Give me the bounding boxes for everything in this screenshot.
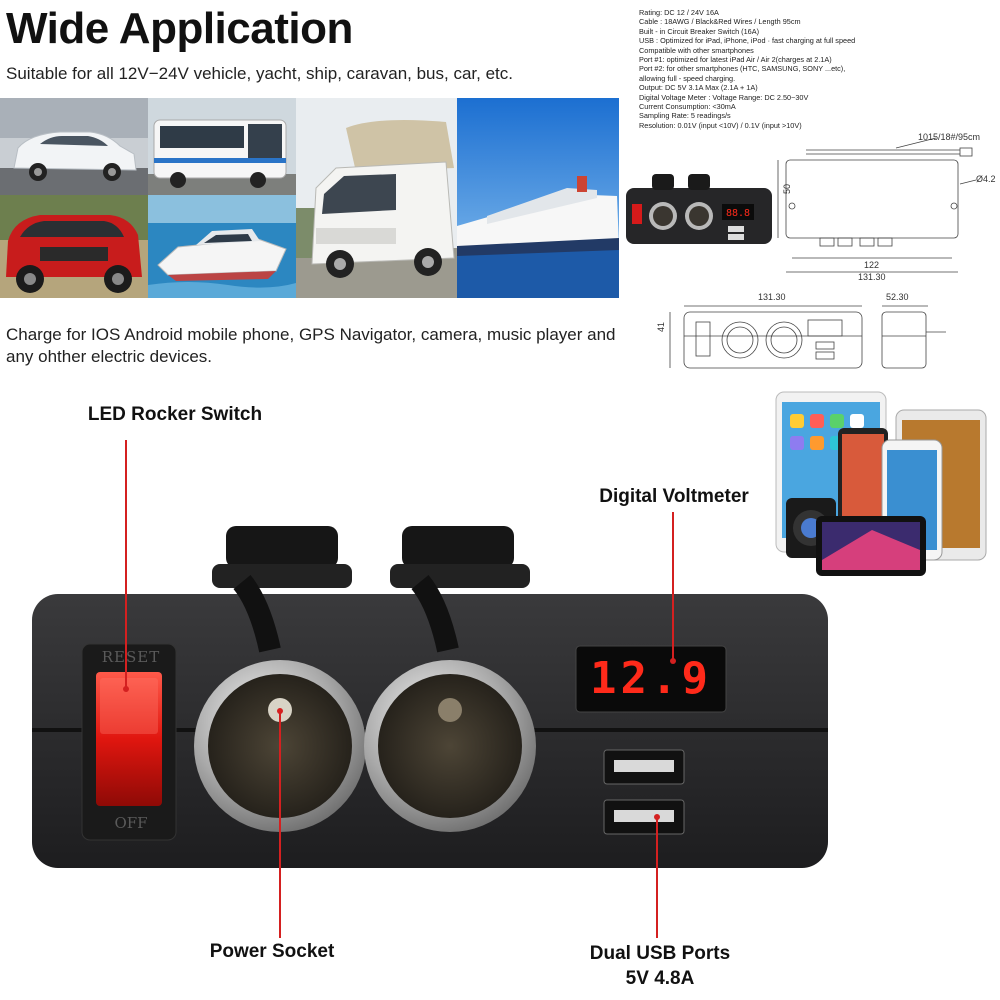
front-side-drawing: 131.30 41 52.30: [656, 292, 1000, 382]
front-height-label: 41: [656, 321, 666, 332]
rocker-switch-label: LED Rocker Switch: [87, 404, 263, 425]
rocker-switch[interactable]: [96, 672, 162, 806]
usb-port-1[interactable]: [604, 750, 684, 784]
cable-dimension-label: 1015/18#/95cm: [918, 132, 981, 142]
outer-width-label: 131.30: [858, 272, 886, 282]
spec-line: Compatible with other smartphones: [639, 45, 754, 55]
front-width-label: 131.30: [758, 292, 786, 302]
rocker-callout-dot: [123, 686, 129, 692]
reset-label: RESET: [101, 648, 161, 666]
spec-line: Cable : 18AWG / Black&Red Wires / Length…: [639, 17, 801, 27]
bus-photo: [148, 98, 296, 195]
voltmeter-callout-dot: [670, 658, 676, 664]
voltmeter-label: Digital Voltmeter: [599, 486, 749, 507]
usb-port-2[interactable]: [604, 800, 684, 834]
spec-line: Rating: DC 12 / 24V 16A: [639, 8, 719, 17]
height-dimension-label: 50: [782, 183, 792, 194]
spec-line: allowing full - speed charging.: [639, 73, 736, 83]
spec-list: Rating: DC 12 / 24V 16A Cable : 18AWG / …: [639, 8, 997, 130]
main-device: RESET OFF 12.9: [28, 520, 834, 880]
usb-ports-label: Dual USB Ports: [589, 943, 731, 964]
spec-line: Built - in Circuit Breaker Switch (16A): [639, 26, 760, 36]
usb-output-label: 5V 4.8A: [625, 968, 695, 989]
voltmeter-callout-line: [672, 512, 674, 662]
usb-callout-dot: [654, 814, 660, 820]
spec-line: Sampling Rate: 5 readings/s: [639, 111, 731, 121]
charge-description: Charge for IOS Android mobile phone, GPS…: [6, 325, 616, 366]
side-depth-label: 52.30: [886, 292, 909, 302]
spec-line: Output: DC 5V 3.1A Max (2.1A + 1A): [639, 83, 758, 93]
devices-photo: [772, 390, 992, 580]
spec-line: Current Consumption: <30mA: [639, 102, 736, 112]
spec-line: Digital Voltage Meter : Voltage Range: D…: [639, 92, 809, 102]
suv-photo: [0, 195, 148, 298]
power-socket-right[interactable]: [364, 660, 536, 832]
inner-width-label: 122: [864, 260, 880, 270]
voltage-display: 12.9: [590, 653, 712, 704]
socket-callout-line: [279, 712, 281, 938]
rocker-callout-line: [125, 440, 127, 690]
caravan-photo: [296, 98, 457, 298]
socket-callout-dot: [277, 708, 283, 714]
subtitle: Suitable for all 12V−24V vehicle, yacht,…: [6, 64, 513, 83]
hole-dimension-label: Ø4.2: [976, 174, 996, 184]
cruise-ship-photo: [457, 98, 619, 298]
power-socket-label: Power Socket: [209, 941, 335, 962]
top-view-drawing: 1015/18#/95cm Ø4.2 50 122 131.30: [776, 132, 1000, 294]
off-label: OFF: [114, 814, 148, 832]
page-title: Wide Application: [6, 4, 353, 53]
spec-line: Port #2: for other smartphones (HTC, SAM…: [639, 64, 846, 74]
spec-line: Resolution: 0.01V (input <10V) / 0.1V (i…: [639, 120, 802, 130]
usb-callout-line: [656, 818, 658, 938]
mini-voltage-display: 88.8: [726, 208, 750, 219]
mini-product-photo: 88.8: [624, 160, 774, 260]
car-photo: [0, 98, 148, 195]
spec-line: USB : Optimized for iPad, iPhone, iPod ·…: [639, 36, 856, 46]
yacht-photo: [148, 195, 296, 298]
spec-line: Port #1: optimized for latest iPad Air /…: [639, 55, 832, 65]
